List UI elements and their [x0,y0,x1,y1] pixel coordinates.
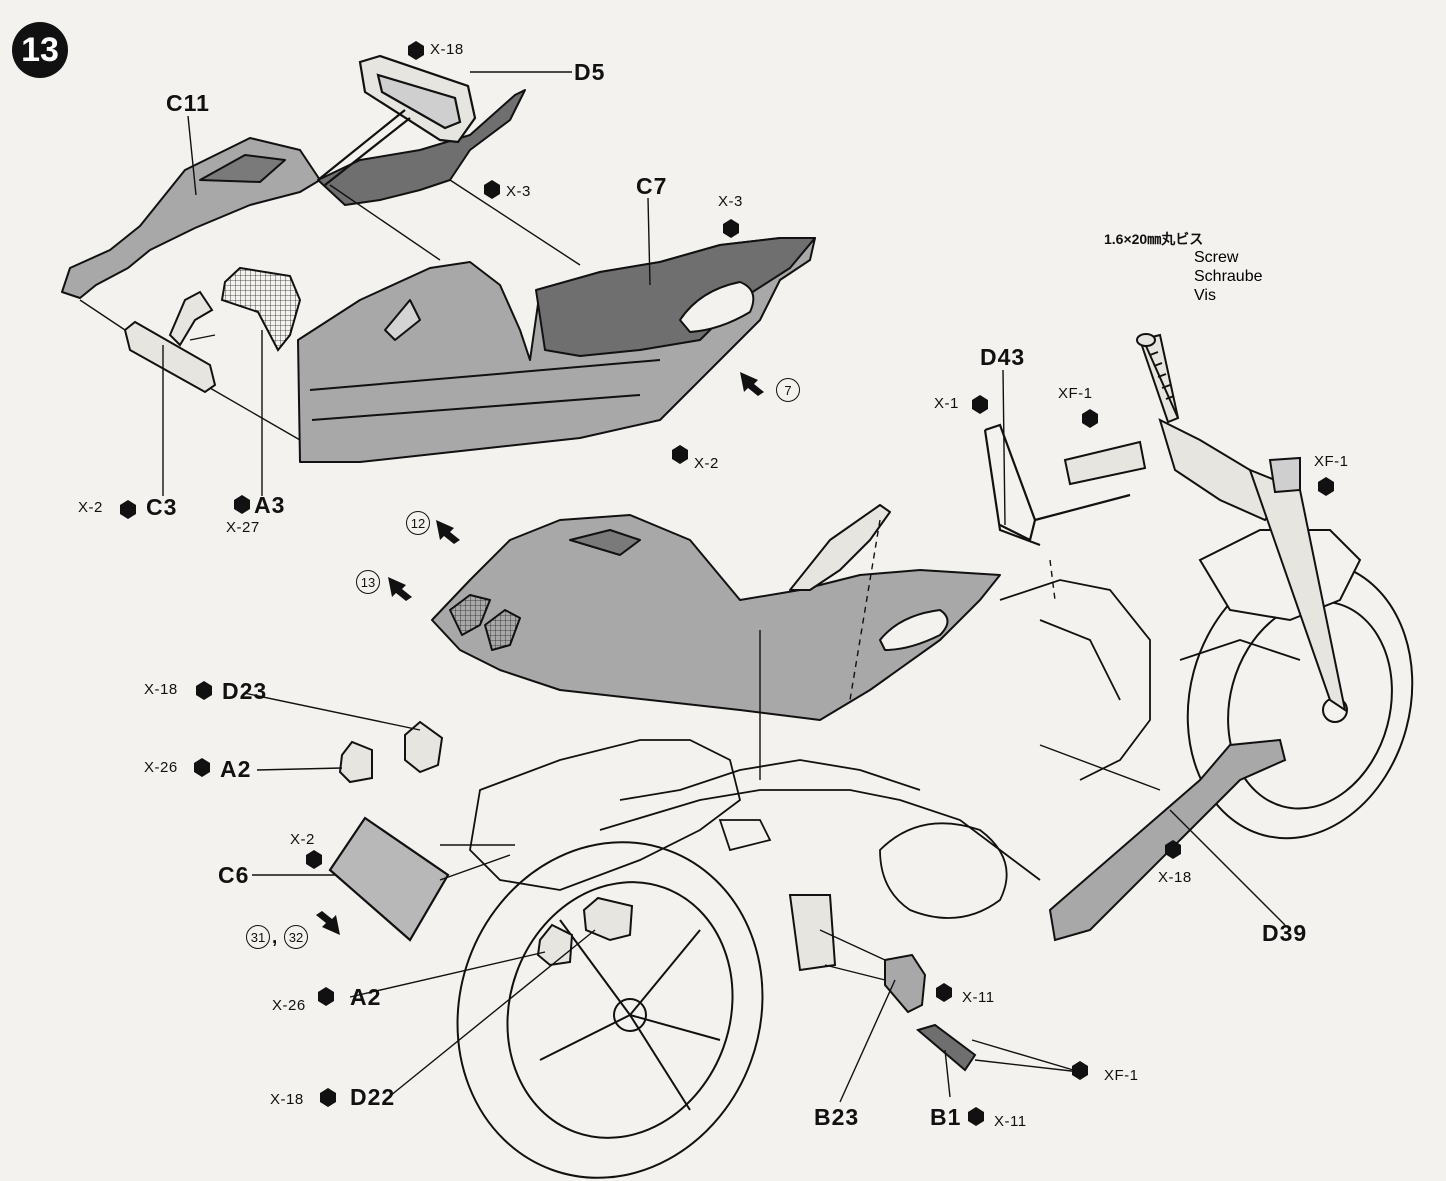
paint-code-x26: X-26 [144,759,178,776]
part-label-a2-bottom: A2 [350,984,382,1010]
upper-cowl-c11-drawing [61,137,321,299]
paint-marker [968,1107,984,1126]
decal-number-12: 12 [406,511,430,535]
assembly-guides [79,179,1161,981]
part-label-d23: D23 [222,678,268,704]
decal-number-32: 32 [284,925,308,949]
paint-code-x18: X-18 [430,41,464,58]
rear-wheel-drawing [456,841,764,1179]
paint-marker [194,758,210,777]
decal-arrow [740,372,764,396]
screw-spec: 1.6×20㎜丸ビス [1104,231,1204,247]
frame-outline-drawing [469,579,1301,919]
grill-a3-drawing [220,266,302,352]
decal-number-7: 7 [776,378,800,402]
paint-code-x2: X-2 [694,455,719,472]
paint-code-x3: X-3 [506,183,531,200]
part-label-d43: D43 [980,344,1026,370]
side-stand-d39-drawing [1048,738,1287,942]
part-label-a3: A3 [254,492,286,518]
footrest-drawing [788,894,977,1072]
side-cowl-c7-drawing [297,237,816,463]
decal-arrow [388,577,412,601]
paint-marker [972,395,988,414]
paint-marker [723,219,739,238]
part-label-c3: C3 [146,494,178,520]
part-label-c7: C7 [636,173,668,199]
decal-separator: , [272,927,278,948]
paint-code-x11: X-11 [994,1113,1027,1130]
center-panel-drawing [317,89,526,206]
leader-lines [162,71,1286,1103]
screw-drawing [1136,333,1179,419]
paint-marker [196,681,212,700]
paint-code-xf1: XF-1 [1314,453,1349,470]
paint-code-x2: X-2 [78,499,103,516]
fork-handlebar-drawing [1063,333,1347,713]
paint-marker [1318,477,1334,496]
screw-name-de: Schraube [1194,268,1263,285]
part-label-c6: C6 [218,862,250,888]
bracket-c3-drawing [123,290,217,394]
paint-marker [120,500,136,519]
paint-marker [318,987,334,1006]
paint-code-x1: X-1 [934,395,959,412]
paint-marker [1165,840,1181,859]
part-label-d5: D5 [574,59,606,85]
turn-signals-drawing [338,720,634,967]
paint-code-x3: X-3 [718,193,743,210]
paint-code-x18: X-18 [144,681,178,698]
paint-marker [936,983,952,1002]
paint-code-x18: X-18 [1158,869,1192,886]
paint-marker [484,180,500,199]
paint-code-x27: X-27 [226,519,260,536]
paint-marker [1082,409,1098,428]
part-label-b23: B23 [814,1104,860,1130]
paint-marker [1072,1061,1088,1080]
paint-code-x2: X-2 [290,831,315,848]
step-number-badge: 13 [12,22,68,78]
assembled-cowl-drawing [431,504,1001,721]
paint-swatch-markers [120,41,1334,1126]
screw-name-fr: Vis [1194,287,1216,304]
paint-code-x11: X-11 [962,989,995,1006]
paint-marker [306,850,322,869]
screw-translations: Screw Schraube Vis [1194,248,1263,305]
part-label-b1: B1 [930,1104,962,1130]
paint-marker [234,495,250,514]
decal-number-31: 31 [246,925,270,949]
rear-stand-d43-drawing [983,423,1131,547]
decal-arrow [436,520,460,544]
decal-arrows [316,372,764,935]
paint-code-xf1: XF-1 [1058,385,1093,402]
paint-marker [320,1088,336,1107]
part-label-a2-top: A2 [220,756,252,782]
decal-number-13: 13 [356,570,380,594]
part-label-d39: D39 [1262,920,1308,946]
paint-code-xf1: XF-1 [1104,1067,1139,1084]
paint-code-x18: X-18 [270,1091,304,1108]
screw-name-en: Screw [1194,249,1239,266]
paint-marker [672,445,688,464]
decal-arrow [316,911,340,935]
paint-marker [408,41,424,60]
mirror-d5-drawing [317,54,477,186]
part-label-d22: D22 [350,1084,396,1110]
paint-code-x26: X-26 [272,997,306,1014]
license-plate-c6-drawing [328,816,450,942]
part-label-c11: C11 [166,90,210,116]
